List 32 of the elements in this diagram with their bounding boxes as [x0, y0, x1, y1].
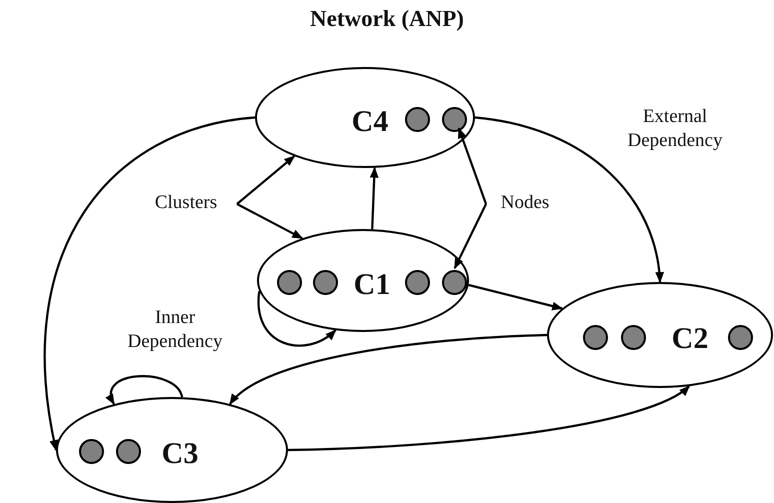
annotation-text: Inner Dependency — [126, 306, 224, 354]
node-circle — [442, 107, 467, 132]
diagram-title: Network (ANP) — [309, 6, 465, 32]
arrow — [44, 116, 256, 452]
cluster-label: C3 — [162, 439, 198, 469]
node-circle — [621, 325, 646, 350]
arrow — [474, 116, 664, 284]
callout-text: Clusters — [135, 192, 237, 216]
callout-text: Nodes — [486, 192, 564, 216]
cluster-label: C4 — [352, 106, 388, 136]
leader-arrow — [236, 155, 296, 205]
self-loop-arrow — [258, 291, 336, 347]
annotation-text: External Dependency — [626, 105, 724, 153]
node-circle — [277, 270, 302, 295]
leader-arrow — [454, 204, 487, 270]
node-circle — [313, 270, 338, 295]
node-circle — [116, 439, 141, 464]
arrow — [468, 284, 564, 310]
node-circle — [583, 325, 608, 350]
arrow — [229, 334, 548, 405]
arrow — [288, 385, 690, 452]
cluster-label: C1 — [354, 270, 390, 300]
cluster-label: C2 — [672, 324, 708, 354]
node-circle — [405, 270, 430, 295]
arrow — [370, 166, 379, 230]
node-circle — [442, 270, 467, 295]
self-loop-arrow — [106, 375, 184, 406]
node-circle — [405, 107, 430, 132]
leader-arrow — [236, 203, 304, 240]
node-circle — [728, 325, 753, 350]
leader-arrow — [458, 127, 488, 204]
node-circle — [79, 439, 104, 464]
